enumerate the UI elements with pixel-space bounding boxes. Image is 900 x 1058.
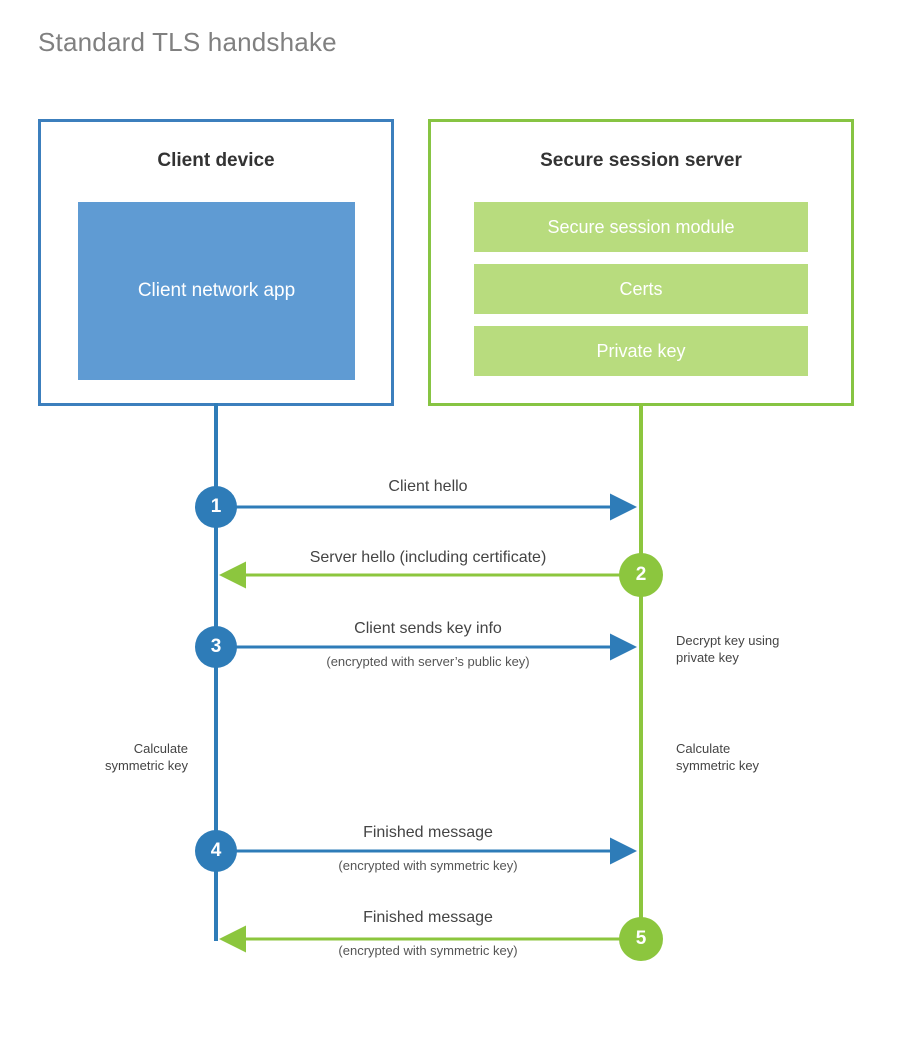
message-label-5: Finished message (encrypted with symmetr… — [228, 908, 628, 960]
message-label-2-primary: Server hello (including certificate) — [309, 549, 547, 566]
server-component-secure-session-module: Secure session module — [474, 202, 808, 252]
step-marker-4[interactable]: 4 — [195, 830, 237, 872]
server-component-private-key: Private key — [474, 326, 808, 376]
message-label-1: Client hello — [228, 477, 628, 497]
message-label-3: Client sends key info (encrypted with se… — [228, 619, 628, 671]
secure-session-server-box: Secure session server Secure session mod… — [428, 119, 854, 406]
message-label-5-primary: Finished message — [363, 909, 493, 926]
step-marker-2[interactable]: 2 — [619, 553, 663, 597]
server-component-certs: Certs — [474, 264, 808, 314]
client-lifeline — [214, 403, 218, 941]
client-network-app-block: Client network app — [78, 202, 355, 380]
message-label-3-secondary: (encrypted with server’s public key) — [326, 654, 530, 669]
step-marker-3[interactable]: 3 — [195, 626, 237, 668]
page-title: Standard TLS handshake — [38, 27, 337, 57]
client-device-box: Client device Client network app — [38, 119, 394, 406]
step-marker-5[interactable]: 5 — [619, 917, 663, 961]
step-marker-1[interactable]: 1 — [195, 486, 237, 528]
message-label-2: Server hello (including certificate) — [228, 548, 628, 568]
message-label-4-primary: Finished message — [363, 824, 493, 841]
annotation-calculate-symmetric-key-server: Calculate symmetric key — [676, 741, 760, 773]
secure-session-server-title: Secure session server — [540, 150, 742, 171]
message-label-5-secondary: (encrypted with symmetric key) — [338, 943, 518, 958]
server-lifeline — [639, 403, 643, 939]
message-label-4: Finished message (encrypted with symmetr… — [228, 823, 628, 875]
message-label-4-secondary: (encrypted with symmetric key) — [338, 858, 518, 873]
message-label-3-primary: Client sends key info — [354, 620, 502, 637]
message-label-1-primary: Client hello — [388, 478, 468, 495]
client-device-title: Client device — [157, 150, 275, 171]
annotation-calculate-symmetric-key-client: Calculate symmetric key — [104, 741, 188, 773]
annotation-decrypt-key: Decrypt key using private key — [676, 633, 780, 665]
